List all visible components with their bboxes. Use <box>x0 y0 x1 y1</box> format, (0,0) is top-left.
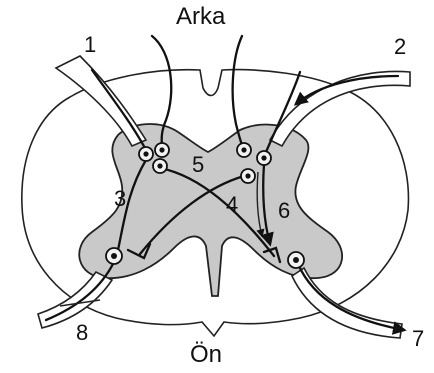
neuron-left-dorsal-1 <box>139 147 153 161</box>
neuron-left-dorsal-2 <box>155 143 169 157</box>
label-5: 5 <box>192 152 204 177</box>
label-7: 7 <box>412 326 424 351</box>
label-6: 6 <box>278 198 290 223</box>
label-3: 3 <box>114 186 126 211</box>
neuron-left-dorsal-3 <box>153 159 167 173</box>
label-8: 8 <box>76 320 88 345</box>
label-ventral: Ön <box>190 341 222 368</box>
neuron-right-dorsal-2 <box>257 151 271 165</box>
neuron-right-ventral <box>288 252 304 268</box>
neuron-right-dorsal-3 <box>241 169 255 183</box>
label-2: 2 <box>394 34 406 59</box>
label-1: 1 <box>84 32 96 57</box>
label-4: 4 <box>226 192 238 217</box>
neuron-left-ventral <box>106 248 122 264</box>
label-dorsal: Arka <box>176 3 226 30</box>
neuron-right-dorsal-1 <box>237 143 251 157</box>
